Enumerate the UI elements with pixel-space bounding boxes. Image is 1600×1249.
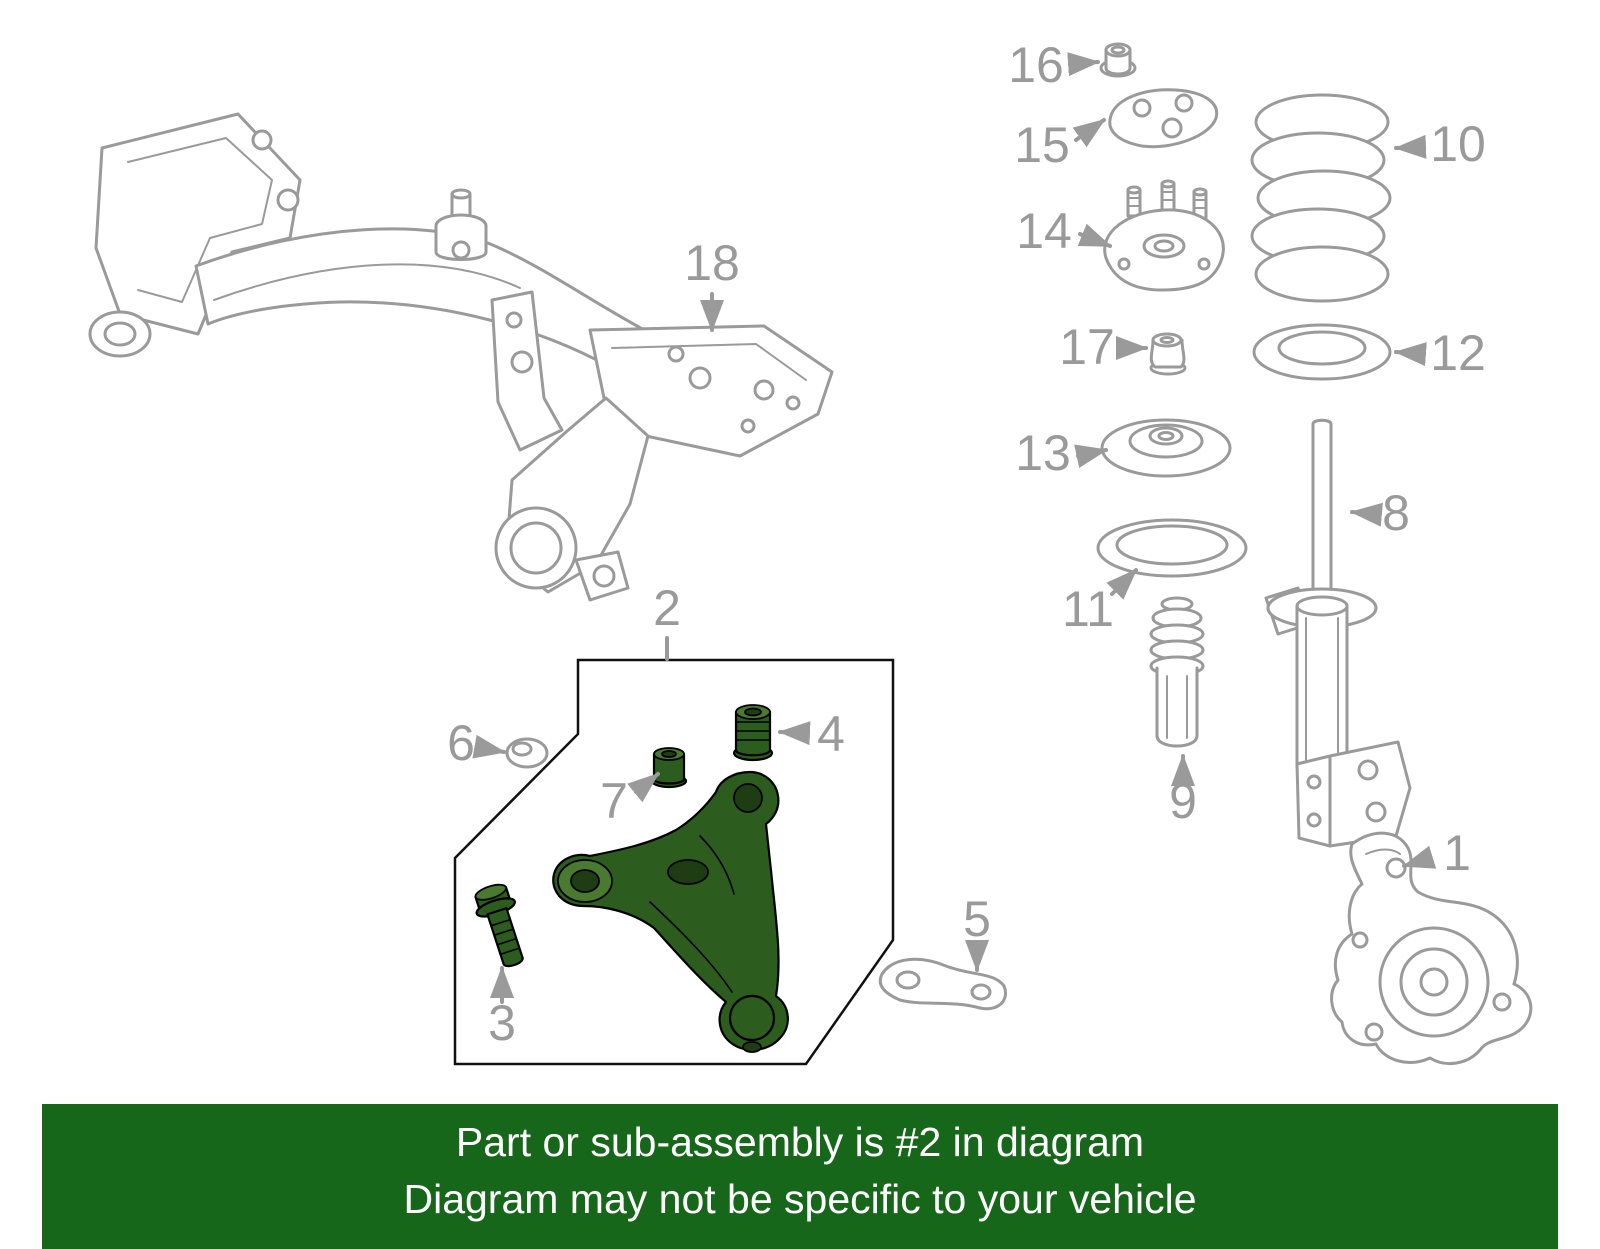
banner-line1: Part or sub-assembly is #2 in diagram <box>455 1119 1145 1165</box>
bushing-7-drawing <box>650 747 688 789</box>
brace-bracket-drawing <box>878 957 1007 1011</box>
callout-label-3: 3 <box>488 995 516 1051</box>
callout-label-7: 7 <box>600 773 628 829</box>
callout-label-2: 2 <box>653 580 681 636</box>
washer-drawing <box>505 737 549 769</box>
ball-joint <box>728 994 776 1042</box>
callout-label-14: 14 <box>1016 203 1072 259</box>
upper-spring-seat-drawing <box>1100 418 1232 478</box>
banner-line2: Diagram may not be specific to your vehi… <box>403 1176 1197 1222</box>
subframe-crossmember-drawing <box>88 112 834 602</box>
strut-mount-drawing <box>1103 179 1225 292</box>
callout-label-17: 17 <box>1059 319 1115 375</box>
callout-label-6: 6 <box>447 715 475 771</box>
callout-label-4: 4 <box>817 706 845 762</box>
lower-spring-seat-drawing <box>1252 323 1392 381</box>
callout-arrows <box>472 52 1437 1004</box>
spring-insulator-drawing <box>1096 518 1248 578</box>
callout-labels: 16 15 10 14 18 17 12 13 8 11 2 6 4 7 9 1… <box>447 37 1486 1051</box>
callout-label-5: 5 <box>963 891 991 947</box>
lower-control-arm-highlighted <box>474 704 789 1053</box>
bolt-3-drawing <box>474 883 524 968</box>
dust-boot-drawing <box>1149 596 1205 748</box>
callout-label-10: 10 <box>1430 116 1486 172</box>
callout-label-18: 18 <box>684 235 740 291</box>
callout-label-15: 15 <box>1014 117 1070 173</box>
callout-label-13: 13 <box>1015 425 1071 481</box>
callout-label-11: 11 <box>1062 581 1114 637</box>
callout-label-1: 1 <box>1443 825 1471 881</box>
bump-stop-drawing <box>1149 332 1187 376</box>
callout-label-8: 8 <box>1382 485 1410 541</box>
coil-spring-drawing <box>1250 93 1392 303</box>
bushing-4-drawing <box>732 704 774 762</box>
strut-nut-drawing <box>1099 42 1137 78</box>
strut-drawing <box>1264 418 1412 848</box>
callout-label-9: 9 <box>1169 773 1197 829</box>
callout-label-12: 12 <box>1430 325 1486 381</box>
mount-plate-drawing <box>1108 88 1219 149</box>
callout-label-16: 16 <box>1008 37 1064 93</box>
steering-knuckle-drawing <box>1330 831 1533 1066</box>
diagram-note-banner: Part or sub-assembly is #2 in diagram Di… <box>42 1104 1558 1249</box>
control-arm-body <box>552 770 789 1051</box>
